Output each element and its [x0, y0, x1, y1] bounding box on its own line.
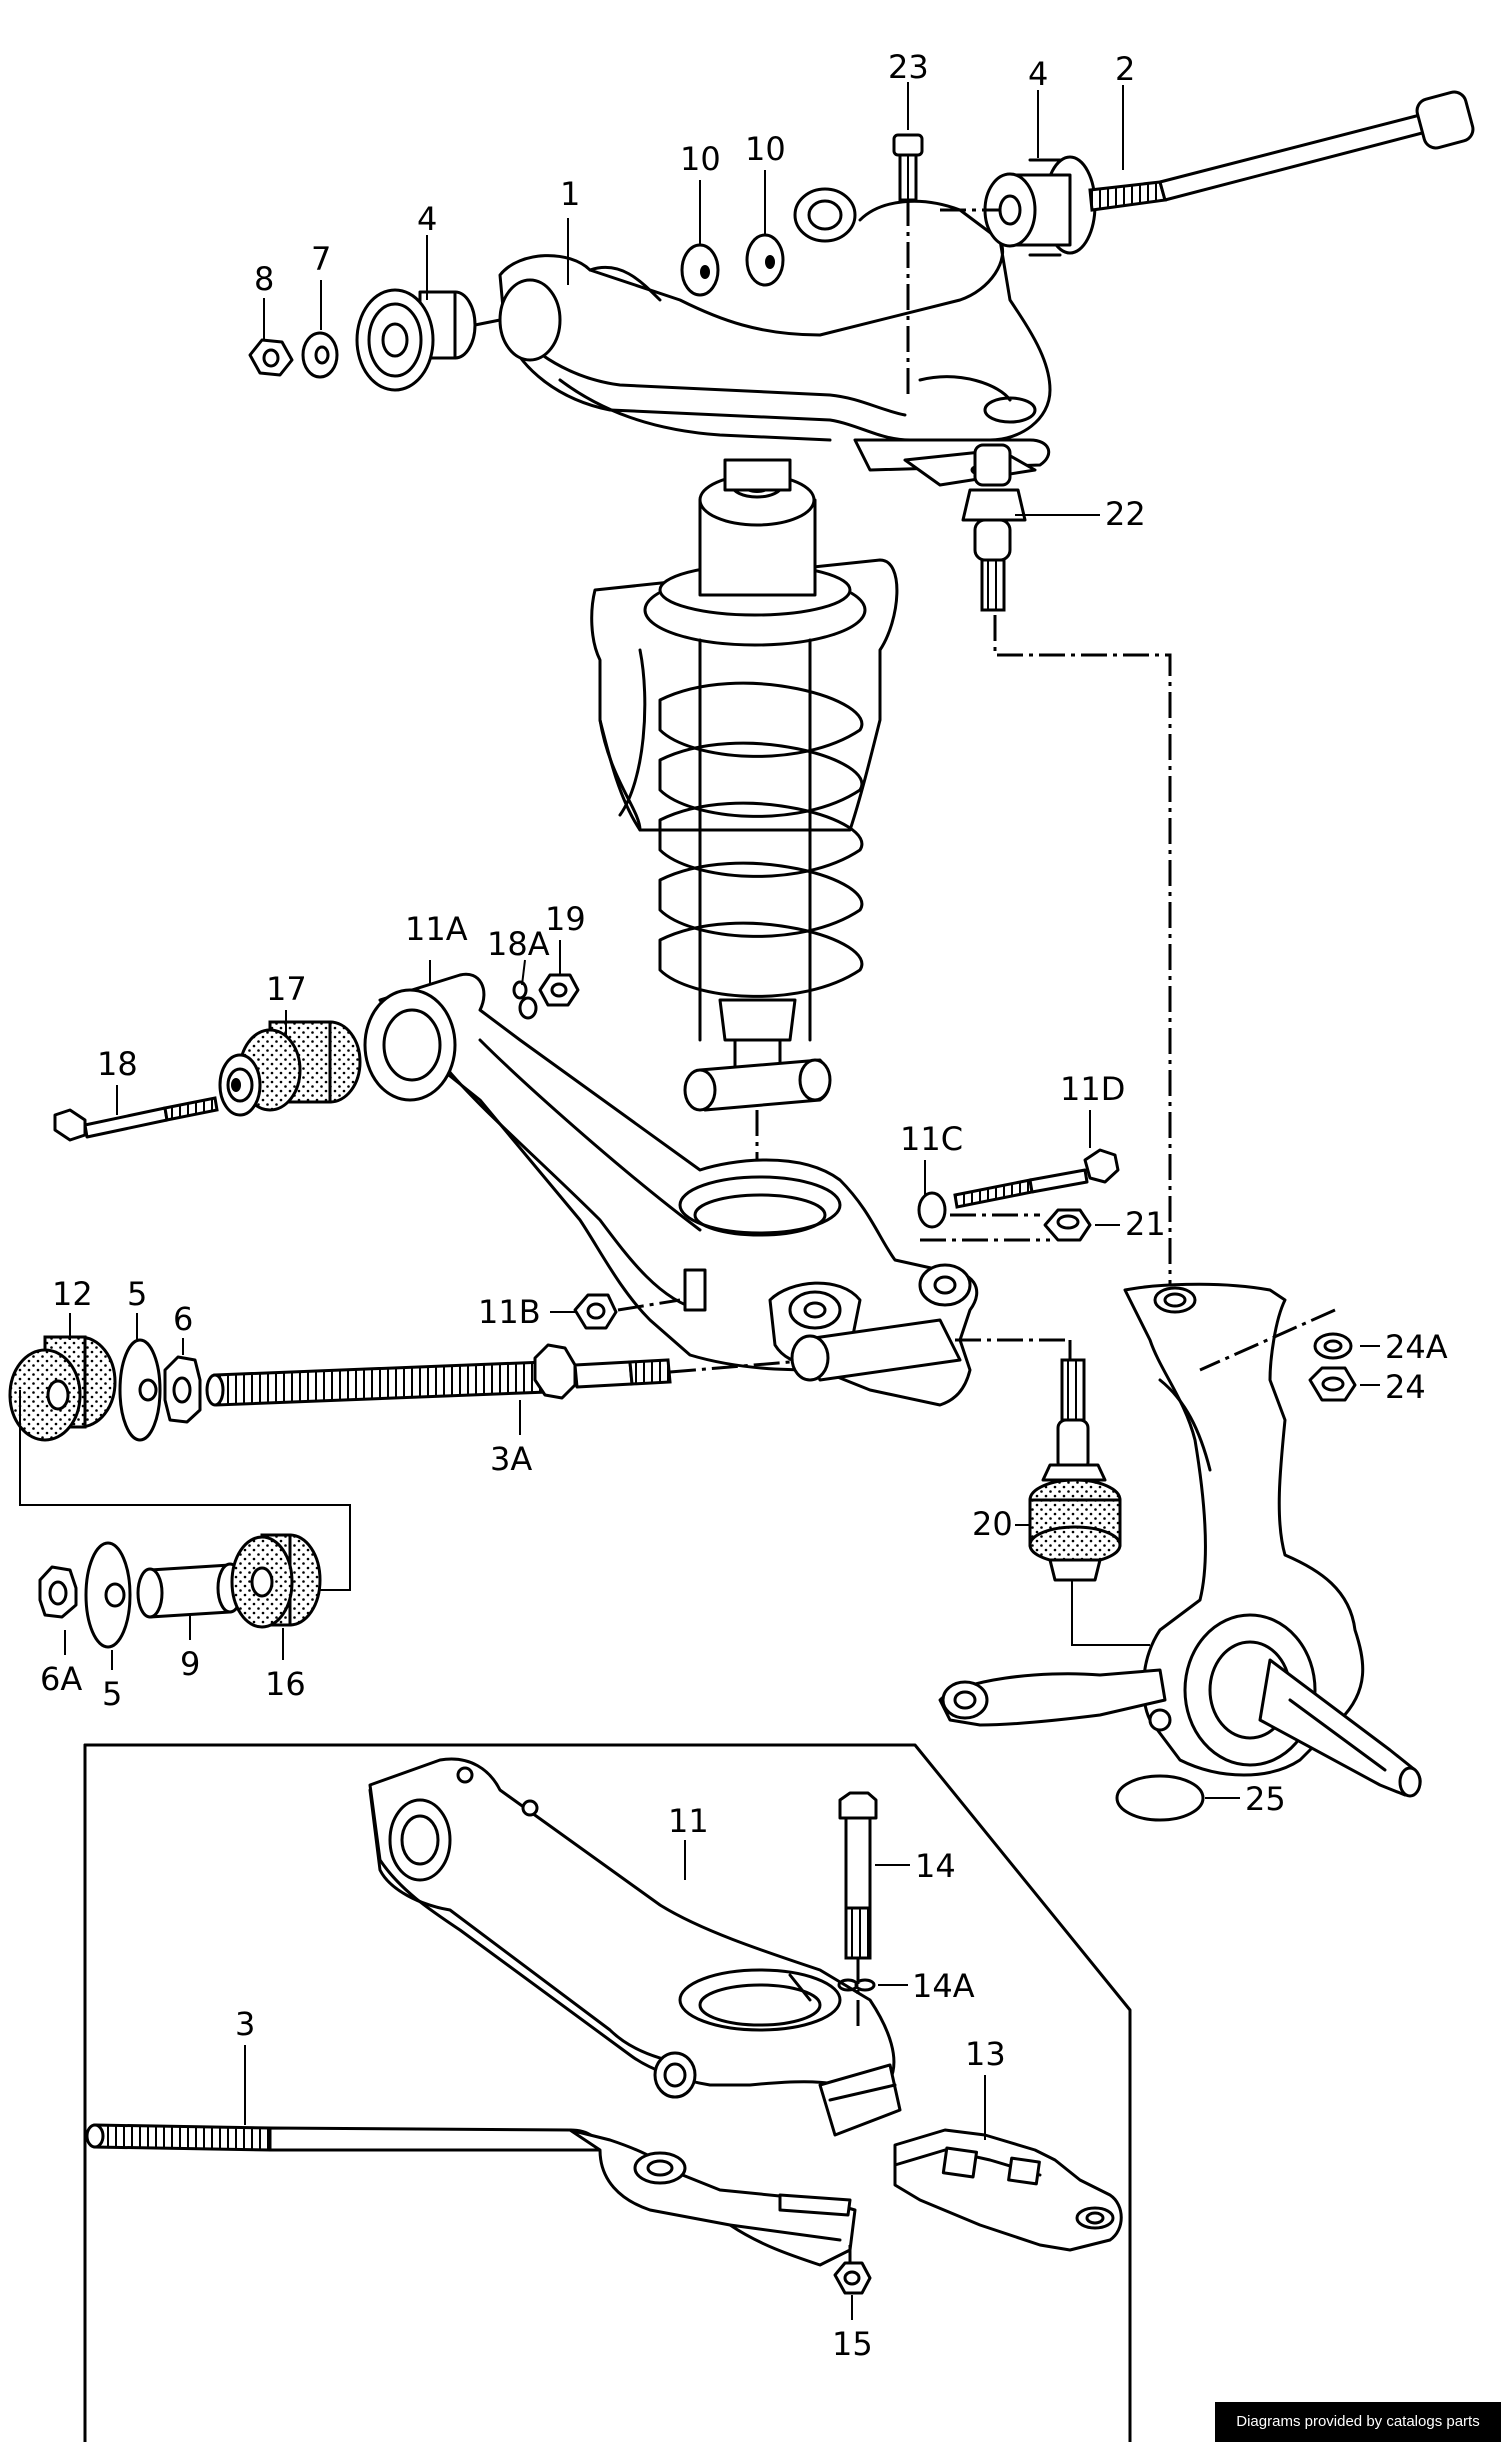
callout-25: 25: [1245, 1780, 1286, 1818]
nut-24: [1199, 1308, 1357, 1402]
nut-8: [248, 338, 294, 377]
callout-10-right: 10: [745, 130, 786, 168]
callout-2: 2: [1115, 50, 1135, 88]
callout-14a: 14A: [912, 1967, 975, 2005]
washer-5-lower: [84, 1541, 132, 1649]
callout-10-left: 10: [680, 140, 721, 178]
ball-joint-20: [1028, 1358, 1150, 1646]
coil-spring-strut: [590, 458, 899, 1230]
callout-23: 23: [888, 48, 929, 86]
callout-3a: 3A: [490, 1440, 532, 1478]
callout-4-left: 4: [417, 200, 437, 238]
nut-6: [163, 1355, 202, 1424]
lower-control-arm: [363, 972, 1072, 1407]
washer-10-right: [745, 233, 785, 287]
bushing-16: [230, 1533, 322, 1629]
callout-18a: 18A: [487, 925, 550, 963]
nut-19: [538, 973, 580, 1007]
bracket-13: [893, 2128, 1123, 2252]
washer-11c: [917, 1191, 947, 1229]
callout-11a: 11A: [405, 910, 468, 948]
callout-8: 8: [254, 260, 274, 298]
callout-20: 20: [972, 1505, 1013, 1543]
callout-13: 13: [965, 2035, 1006, 2073]
inset-frame: [83, 1743, 1132, 2442]
callout-19: 19: [545, 900, 586, 938]
callout-12: 12: [52, 1275, 93, 1313]
nut-15: [833, 2245, 872, 2295]
o-ring-25: [1115, 1774, 1205, 1822]
tension-rod-3: [85, 2123, 857, 2267]
callout-labels: 1 2 4 4 7 8 10 10 23 22 11A 17 18 18A 19…: [40, 48, 1448, 2363]
upper-control-arm: [498, 187, 1052, 472]
callout-11c: 11C: [900, 1120, 963, 1158]
callout-5-lower: 5: [102, 1675, 122, 1713]
callout-5-upper: 5: [127, 1275, 147, 1313]
group-connector: [19, 1390, 351, 1591]
washer-18a: [512, 980, 538, 1020]
nut-11b: [573, 1293, 681, 1330]
callout-11: 11: [668, 1802, 709, 1840]
bolt-14: [838, 1791, 878, 2030]
bolt-18: [53, 1096, 219, 1142]
bushing-4-right: [983, 155, 1097, 257]
callout-11b: 11B: [478, 1293, 541, 1331]
nut-21: [1043, 1208, 1092, 1242]
bushing-17: [218, 1020, 362, 1117]
callout-9: 9: [180, 1645, 200, 1683]
washer-24a: [1313, 1332, 1353, 1360]
callout-15: 15: [832, 2325, 873, 2363]
callout-11d: 11D: [1060, 1070, 1125, 1108]
callout-6: 6: [173, 1300, 193, 1338]
washer-7: [301, 331, 339, 379]
footer-credit: Diagrams provided by catalogs parts: [1215, 2402, 1501, 2442]
bushing-4-left: [355, 288, 501, 392]
ball-joint-22: [903, 443, 1172, 1290]
callout-4-right: 4: [1028, 55, 1048, 93]
washer-14a: [837, 1978, 876, 1992]
washer-10-left: [680, 243, 720, 297]
callout-6a: 6A: [40, 1660, 82, 1698]
callout-24: 24: [1385, 1368, 1426, 1406]
steering-knuckle: [938, 1282, 1422, 1798]
nut-6a: [38, 1565, 78, 1619]
callout-3: 3: [235, 2005, 255, 2043]
callout-1: 1: [560, 175, 580, 213]
bushing-12: [8, 1335, 117, 1442]
callout-24a: 24A: [1385, 1328, 1448, 1366]
leader-lines: [64, 82, 1380, 2320]
bolt-2: [940, 90, 1475, 212]
callout-22: 22: [1105, 495, 1146, 533]
callout-21: 21: [1125, 1205, 1166, 1243]
bolt-11d: [953, 1148, 1120, 1209]
lower-arm-11: [368, 1757, 902, 2137]
sleeve-9: [136, 1562, 244, 1619]
tension-rod-3a: [205, 1343, 791, 1407]
callout-16: 16: [265, 1665, 306, 1703]
callout-17: 17: [266, 970, 307, 1008]
callout-7: 7: [311, 240, 331, 278]
callout-18: 18: [97, 1045, 138, 1083]
washer-5-upper: [118, 1338, 162, 1442]
bolt-23: [892, 133, 924, 395]
callout-14: 14: [915, 1847, 956, 1885]
